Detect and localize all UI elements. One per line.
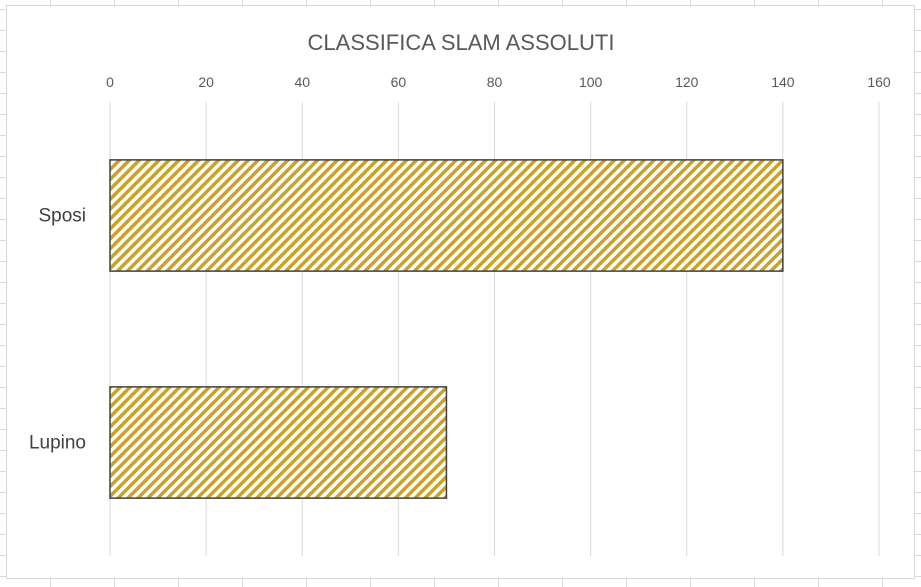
x-tick-label: 60 — [391, 74, 407, 90]
bar-lupino[interactable] — [109, 386, 448, 499]
x-tick-label: 160 — [867, 74, 891, 90]
category-label: Sposi — [38, 206, 86, 227]
x-tick-label: 40 — [294, 74, 310, 90]
x-tick-label: 0 — [106, 74, 114, 90]
x-tick-label: 140 — [771, 74, 795, 90]
x-axis-tick-labels: 0 20 40 60 80 100 120 140 160 — [106, 74, 891, 90]
x-tick-label: 20 — [198, 74, 214, 90]
category-label: Lupino — [29, 433, 86, 454]
bars — [109, 159, 784, 499]
bar-sposi[interactable] — [109, 159, 784, 272]
x-tick-label: 120 — [675, 74, 699, 90]
x-tick-label: 100 — [579, 74, 603, 90]
chart-title: CLASSIFICA SLAM ASSOLUTI — [308, 30, 615, 55]
x-tick-label: 80 — [487, 74, 503, 90]
